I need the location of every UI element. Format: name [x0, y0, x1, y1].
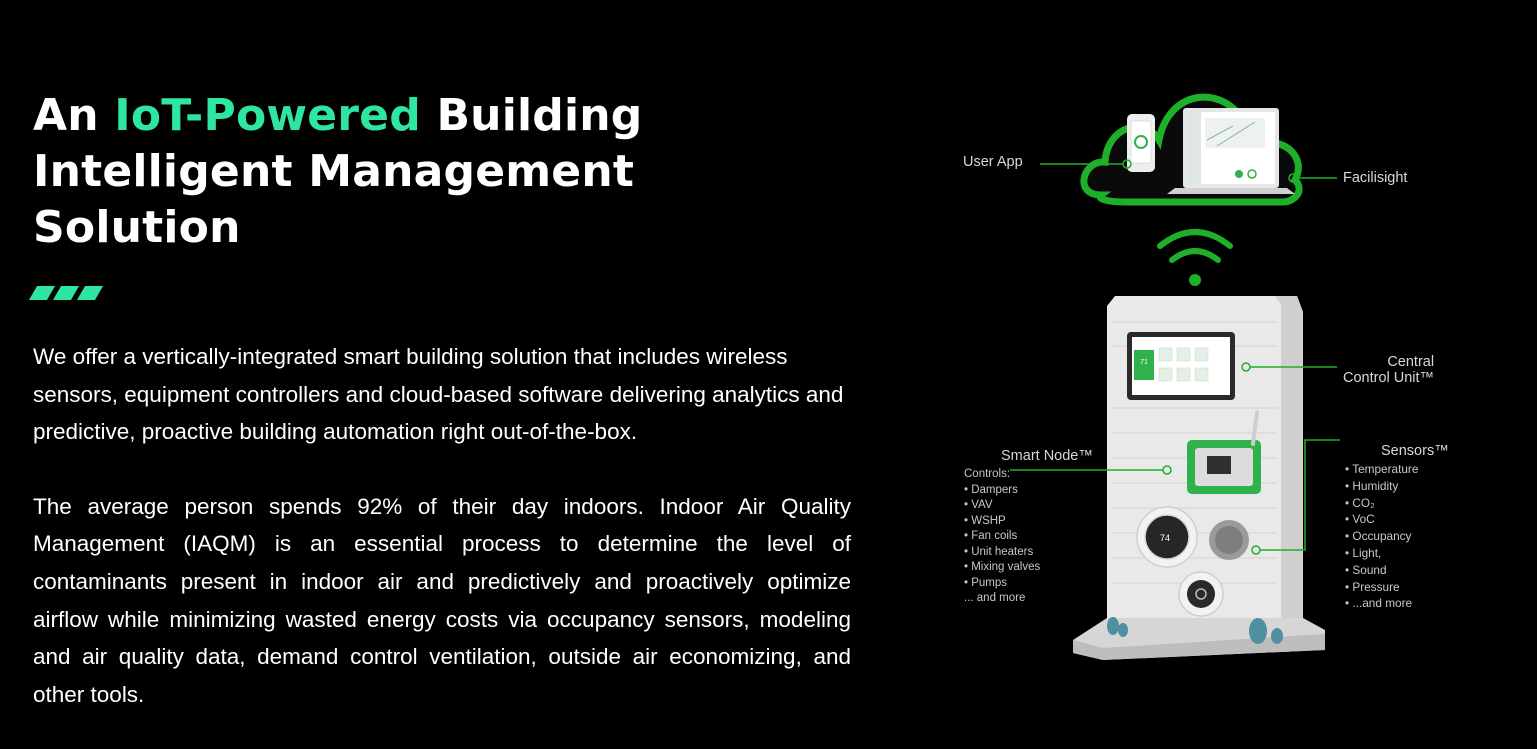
wifi-icon [1157, 229, 1233, 263]
sensors-item: • Sound [1345, 562, 1387, 577]
intro-paragraph: We offer a vertically-integrated smart b… [33, 344, 844, 445]
diagram-graphic: 71 74 [1010, 93, 1340, 660]
title-part-2: Building Intelligent Management Solution [33, 90, 643, 253]
controls-title: Controls: [964, 468, 1011, 480]
dash-2 [52, 286, 80, 300]
dash-decoration [28, 286, 851, 302]
round-sensor-device [1209, 520, 1249, 560]
title-accent: IoT-Powered [114, 90, 421, 141]
sensors-item: • ...and more [1345, 596, 1413, 611]
central-control-label: Central Control Unit™ [1343, 354, 1434, 386]
user-app-label: User App [963, 154, 1023, 170]
screen-value: 71 [1140, 359, 1148, 366]
dash-3 [76, 286, 104, 300]
controls-item: • Pumps [964, 576, 1008, 589]
thermostat-value: 74 [1160, 533, 1170, 543]
sensors-item: • Temperature [1345, 462, 1419, 476]
sensors-item: • Light, [1345, 545, 1382, 560]
laptop-icon [1167, 108, 1295, 194]
sensors-list: • Temperature • Humidity • CO₂ • VoC • O… [1345, 461, 1418, 612]
thermostat-device [1136, 506, 1198, 568]
facilisight-label: Facilisight [1343, 170, 1408, 186]
controls-item: • WSHP [964, 514, 1006, 527]
central-label-line1: Central [1387, 354, 1435, 370]
tree-icons [1107, 617, 1283, 644]
smart-node-label: Smart Node™ [1001, 448, 1093, 464]
page-title: An IoT-Powered Building Intelligent Mana… [33, 88, 851, 256]
sensors-item: • Humidity [1345, 478, 1399, 493]
controls-item: • Unit heaters [964, 545, 1034, 558]
connector-lines [1010, 159, 1340, 555]
bottom-sensor-device [1178, 571, 1224, 617]
controls-item: ... and more [964, 592, 1026, 604]
intro-section: An IoT-Powered Building Intelligent Mana… [28, 88, 851, 713]
iaqm-paragraph: The average person spends 92% of their d… [33, 493, 851, 707]
sensors-item: • CO₂ [1345, 495, 1375, 510]
controls-list: Controls: • Dampers • VAV • WSHP • Fan c… [964, 467, 1040, 607]
sensors-item: • VoC [1345, 512, 1375, 527]
sensors-item: • Occupancy [1345, 529, 1412, 544]
title-part-1: An [33, 90, 115, 141]
controls-item: • VAV [964, 499, 993, 511]
dash-1 [28, 286, 56, 300]
controls-item: • Fan coils [964, 530, 1018, 542]
system-diagram: 71 74 [955, 78, 1455, 678]
controls-item: • Dampers [964, 483, 1018, 496]
sensors-item: • Pressure [1345, 579, 1400, 594]
sensors-label: Sensors™ [1381, 443, 1449, 459]
central-label-line2: Control Unit™ [1343, 370, 1435, 386]
controls-item: • Mixing valves [964, 561, 1041, 573]
